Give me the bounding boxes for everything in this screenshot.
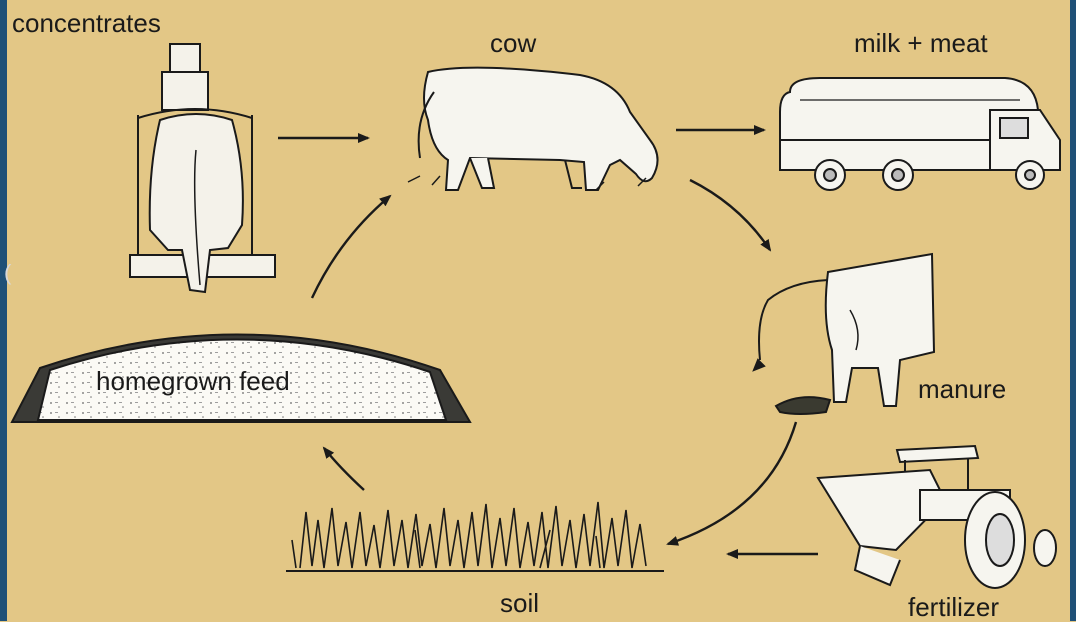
fertilizer-tractor-illustration: [818, 446, 1056, 588]
milk-truck-illustration: [780, 78, 1060, 190]
arrow-cow-to-manure: [690, 180, 770, 250]
label-homegrown-feed: homegrown feed: [96, 368, 290, 394]
manure-cow-illustration: [754, 254, 934, 414]
label-cow: cow: [490, 30, 536, 56]
cow-feeder-illustration: [130, 44, 275, 292]
label-soil: soil: [500, 590, 539, 616]
soil-grass-illustration: [286, 502, 664, 571]
arrow-manure-to-soil: [668, 422, 796, 544]
label-manure: manure: [918, 376, 1006, 402]
cycle-arrows: [278, 130, 818, 554]
arrow-soil-to-feed: [324, 448, 364, 490]
cow-illustration: [408, 68, 658, 190]
label-milk-meat: milk + meat: [854, 30, 988, 56]
arrow-feed-to-cow: [312, 196, 390, 298]
left-edge-glyph: (: [4, 262, 11, 284]
label-concentrates: concentrates: [12, 10, 161, 36]
label-fertilizer: fertilizer: [908, 594, 999, 620]
